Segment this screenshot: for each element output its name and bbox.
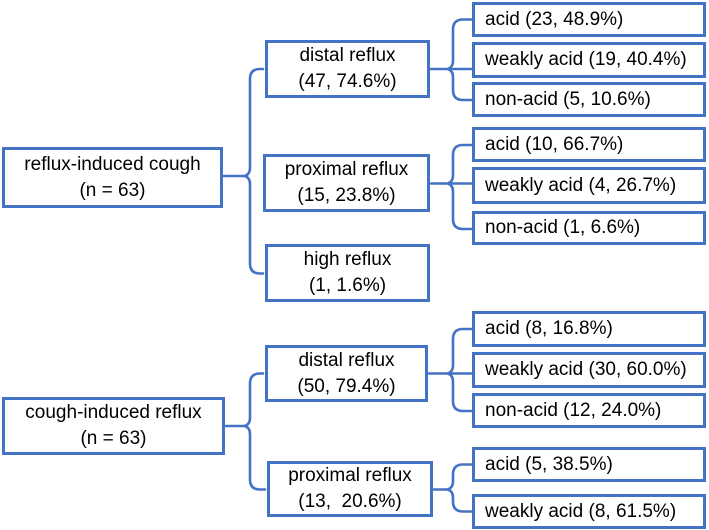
node-tree2-distal-reflux: distal reflux (50, 79.4%) [265,345,428,402]
leaf-tree2-proximal-weakly-acid: weakly acid (8, 61.5%) [472,494,706,529]
connector-tree1-root [222,67,265,275]
node-title: distal reflux [298,349,395,371]
node-title: proximal reflux [288,465,412,486]
node-title: high reflux [303,249,392,270]
node-subtitle: (n = 63) [79,179,146,201]
leaf-tree1-proximal-weakly-acid: weakly acid (4, 26.7%) [472,167,706,204]
leaf-tree1-distal-non-acid: non-acid (5, 10.6%) [472,82,706,117]
node-cough-induced-reflux: cough-induced reflux (n = 63) [2,397,225,455]
leaf-tree1-proximal-non-acid: non-acid (1, 6.6%) [472,211,706,245]
node-subtitle: (50, 79.4%) [297,375,396,397]
node-title: cough-induced reflux [25,402,202,423]
leaf-tree1-proximal-acid: acid (10, 66.7%) [472,127,706,162]
leaf-tree2-proximal-acid: acid (5, 38.5%) [472,447,706,482]
node-tree1-high-reflux: high reflux (1, 1.6%) [265,244,430,302]
leaf-tree2-distal-non-acid: non-acid (12, 24.0%) [472,393,706,428]
node-title: reflux-induced cough [24,153,201,175]
node-tree1-proximal-reflux: proximal reflux (15, 23.8%) [263,154,430,212]
node-title: proximal reflux [284,159,409,180]
connector-tree2-distal [427,327,473,413]
connector-tree2-proximal [432,463,473,513]
node-subtitle: (13, 20.6%) [298,491,402,512]
connector-tree1-proximal [429,143,473,231]
leaf-tree1-distal-weakly-acid: weakly acid (19, 40.4%) [472,42,706,78]
node-subtitle: (n = 63) [80,428,147,449]
connector-tree1-distal [429,18,473,102]
node-subtitle: (15, 23.8%) [297,185,396,206]
node-tree1-distal-reflux: distal reflux (47, 74.6%) [265,40,430,98]
leaf-tree2-distal-acid: acid (8, 16.8%) [472,311,706,347]
leaf-tree1-distal-acid: acid (23, 48.9%) [472,2,706,37]
node-reflux-induced-cough: reflux-induced cough (n = 63) [2,147,223,208]
leaf-tree2-distal-weakly-acid: weakly acid (30, 60.0%) [472,352,706,388]
node-title: distal reflux [299,45,396,66]
node-tree2-proximal-reflux: proximal reflux (13, 20.6%) [267,461,433,517]
node-subtitle: (47, 74.6%) [298,71,397,92]
node-subtitle: (1, 1.6%) [308,275,387,296]
connector-tree2-root [224,372,267,491]
